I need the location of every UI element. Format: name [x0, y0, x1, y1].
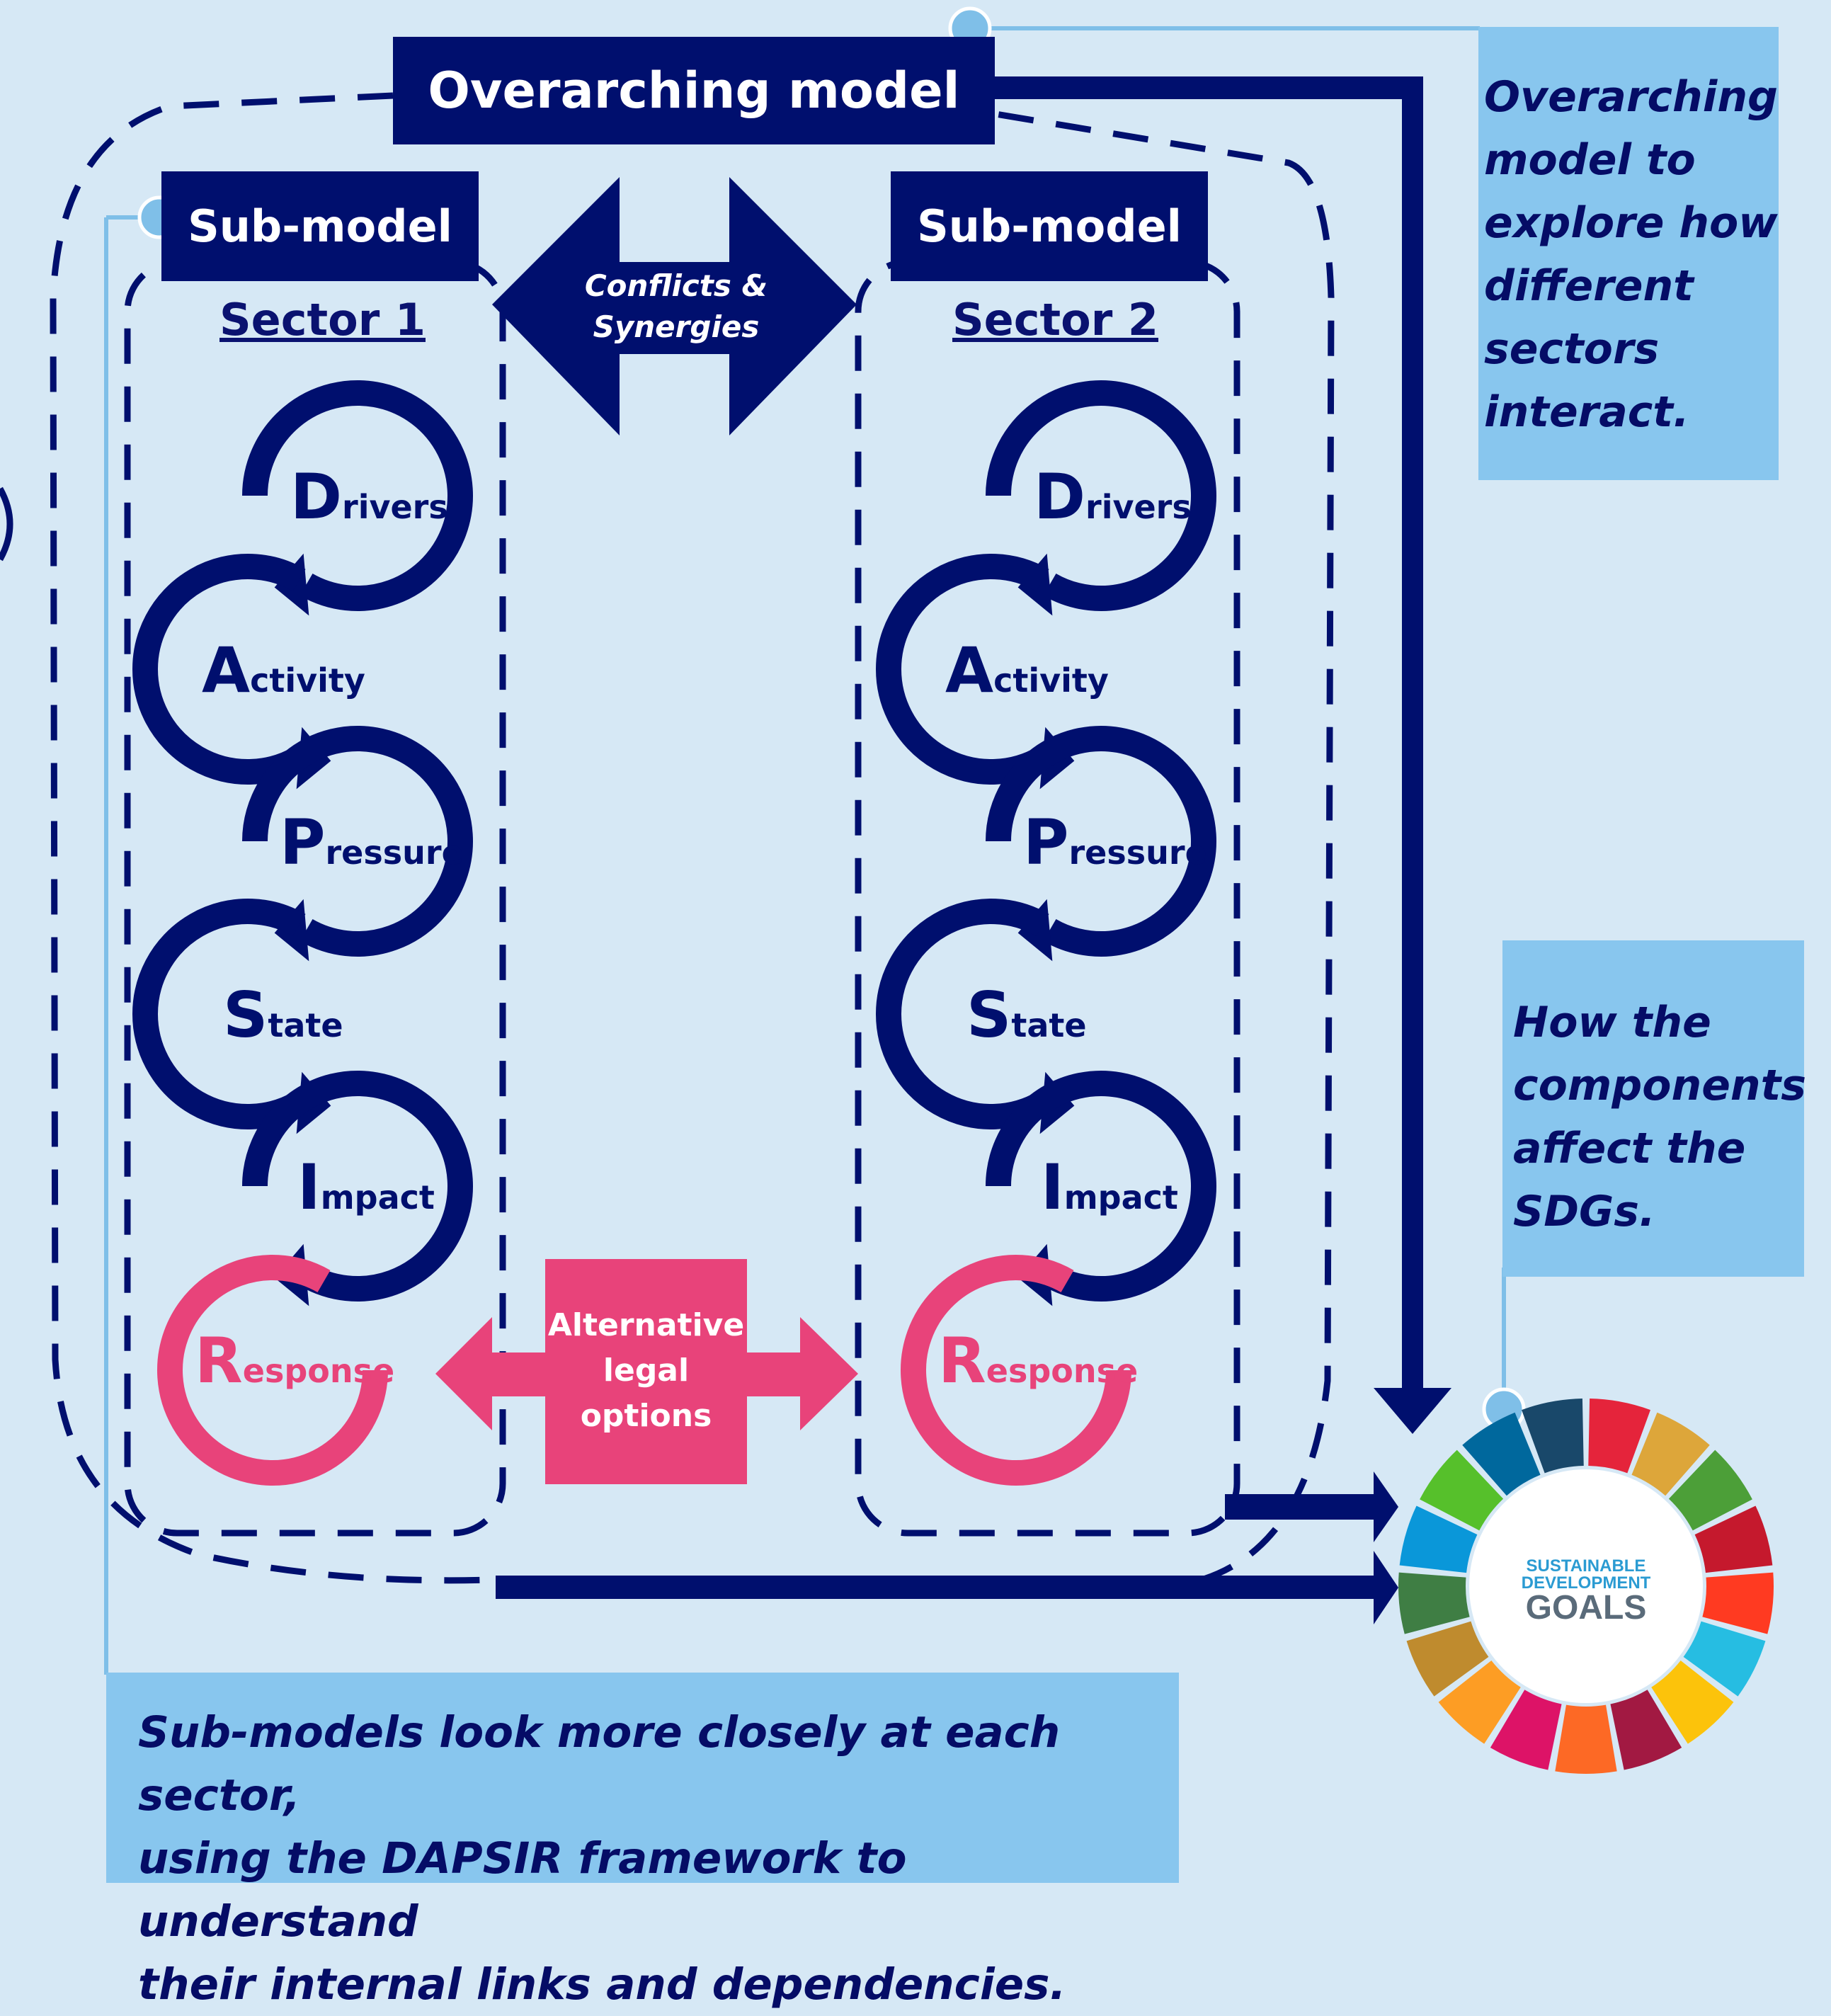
s2-pressure-label: Pressure — [1023, 806, 1207, 879]
sdg-segment-2 — [1631, 1412, 1710, 1496]
s1-arc-3 — [132, 899, 306, 1129]
sdg-line1: SUSTAINABLE — [1526, 1556, 1646, 1576]
overarching-to-sdg-arrow — [995, 76, 1451, 1434]
s2-impact-label: Impact — [1041, 1151, 1178, 1224]
s1-activity-label: Activity — [202, 634, 365, 707]
sdg-callout-line4: SDGs. — [1513, 1187, 1655, 1236]
submodels-callout-line2: using the DAPSIR framework to understand — [138, 1833, 907, 1947]
sdg-segment-15 — [1420, 1450, 1504, 1531]
s1-drivers-label: Drivers — [290, 460, 448, 533]
s2-arc-4 — [986, 1071, 1216, 1302]
overarching-callout-line1: Overarching — [1484, 72, 1778, 122]
s2-response-label: Response — [938, 1324, 1139, 1397]
sdg-wheel — [1398, 1399, 1774, 1774]
s1-impact-label: Impact — [297, 1151, 435, 1224]
overarching-callout-line6: interact. — [1484, 387, 1689, 437]
sdg-segment-9 — [1555, 1704, 1617, 1774]
overarching-callout-line5: sectors — [1484, 324, 1660, 374]
s2-arc-2 — [986, 726, 1216, 957]
sdg-segment-7 — [1651, 1661, 1734, 1744]
conflicts-line2: Synergies — [593, 309, 760, 344]
s2-activity-label: Activity — [945, 634, 1109, 707]
submodels-callout-line1: Sub-models look more closely at each sec… — [138, 1707, 1061, 1821]
sdg-segment-4 — [1694, 1505, 1773, 1573]
s1-pressure-label: Pressure — [280, 806, 464, 879]
sdg-wheel-center — [1469, 1469, 1703, 1703]
sector2-to-sdg-arrow — [1225, 1471, 1398, 1542]
sdg-segment-17 — [1522, 1399, 1584, 1474]
submodels-callout-line3: their internal links and dependencies. — [138, 1959, 1066, 2010]
overarching-callout: Overarching model to explore how differe… — [1478, 27, 1779, 480]
s1-arc-1 — [132, 554, 306, 785]
sdg-line2: DEVELOPMENT — [1521, 1573, 1651, 1593]
submodel1-box: Sub-model — [161, 171, 479, 281]
submodel2-box: Sub-model — [891, 171, 1208, 281]
submodels-callout: Sub-models look more closely at each sec… — [106, 1673, 1179, 2010]
sdg-segment-6 — [1683, 1621, 1766, 1697]
sdg-segment-13 — [1398, 1572, 1470, 1634]
s2-arc-0 — [986, 380, 1216, 611]
sdg-line3: GOALS — [1525, 1589, 1647, 1627]
sdg-segment-1 — [1588, 1399, 1650, 1474]
sdg-segment-3 — [1668, 1450, 1752, 1531]
overarching-callout-line3: explore how — [1484, 198, 1778, 248]
s1-arc-0 — [242, 380, 473, 611]
sdg-callout-line2: components — [1513, 1061, 1806, 1110]
sdg-segment-10 — [1490, 1690, 1562, 1770]
sdg-callout-line3: affect the — [1513, 1124, 1746, 1173]
alternative-line1: Alternative — [547, 1307, 745, 1343]
sector2-title: Sector 2 — [952, 294, 1158, 346]
s2-arc-1 — [876, 554, 1049, 785]
left-edge-mark — [0, 486, 13, 562]
alternative-line3: options — [580, 1398, 712, 1434]
sdg-segment-11 — [1438, 1661, 1521, 1744]
overarching-model-box: Overarching model — [393, 37, 995, 144]
overarching-boundary — [50, 92, 1335, 1584]
s2-drivers-label: Drivers — [1034, 460, 1192, 533]
alternative-label: Alternative legal options — [545, 1303, 747, 1439]
sdg-callout-line1: How the — [1513, 998, 1711, 1047]
sdg-segment-8 — [1610, 1690, 1682, 1770]
sdg-segment-14 — [1399, 1505, 1478, 1573]
s2-state-label: State — [966, 979, 1087, 1052]
s1-response-label: Response — [195, 1324, 395, 1397]
sector1-title: Sector 1 — [219, 294, 426, 346]
s1-response-arc — [157, 1255, 388, 1486]
s1-state-label: State — [223, 979, 343, 1052]
diagram-canvas — [0, 6, 1774, 1774]
conflicts-synergies-arrow — [492, 177, 857, 435]
s2-response-arc — [901, 1255, 1131, 1486]
overarching-callout-line2: model to — [1484, 135, 1696, 185]
sdg-callout: How the components affect the SDGs. — [1502, 940, 1806, 1277]
s2-arc-3 — [876, 899, 1049, 1129]
sdg-segment-5 — [1702, 1572, 1774, 1634]
s1-arc-2 — [242, 726, 473, 957]
s1-arc-4 — [242, 1071, 473, 1302]
alternative-line2: legal — [603, 1352, 690, 1389]
conflicts-line1: Conflicts & — [584, 268, 768, 303]
sdg-segment-12 — [1406, 1621, 1489, 1697]
conflicts-label: Conflicts & Synergies — [559, 266, 793, 348]
sdg-logo-text: SUSTAINABLE DEVELOPMENT GOALS — [1480, 1556, 1692, 1627]
alternative-options-box — [545, 1259, 747, 1484]
sdg-segment-16 — [1462, 1412, 1541, 1496]
overarching-callout-line4: different — [1484, 261, 1694, 311]
bottom-to-sdg-arrow — [496, 1551, 1398, 1624]
